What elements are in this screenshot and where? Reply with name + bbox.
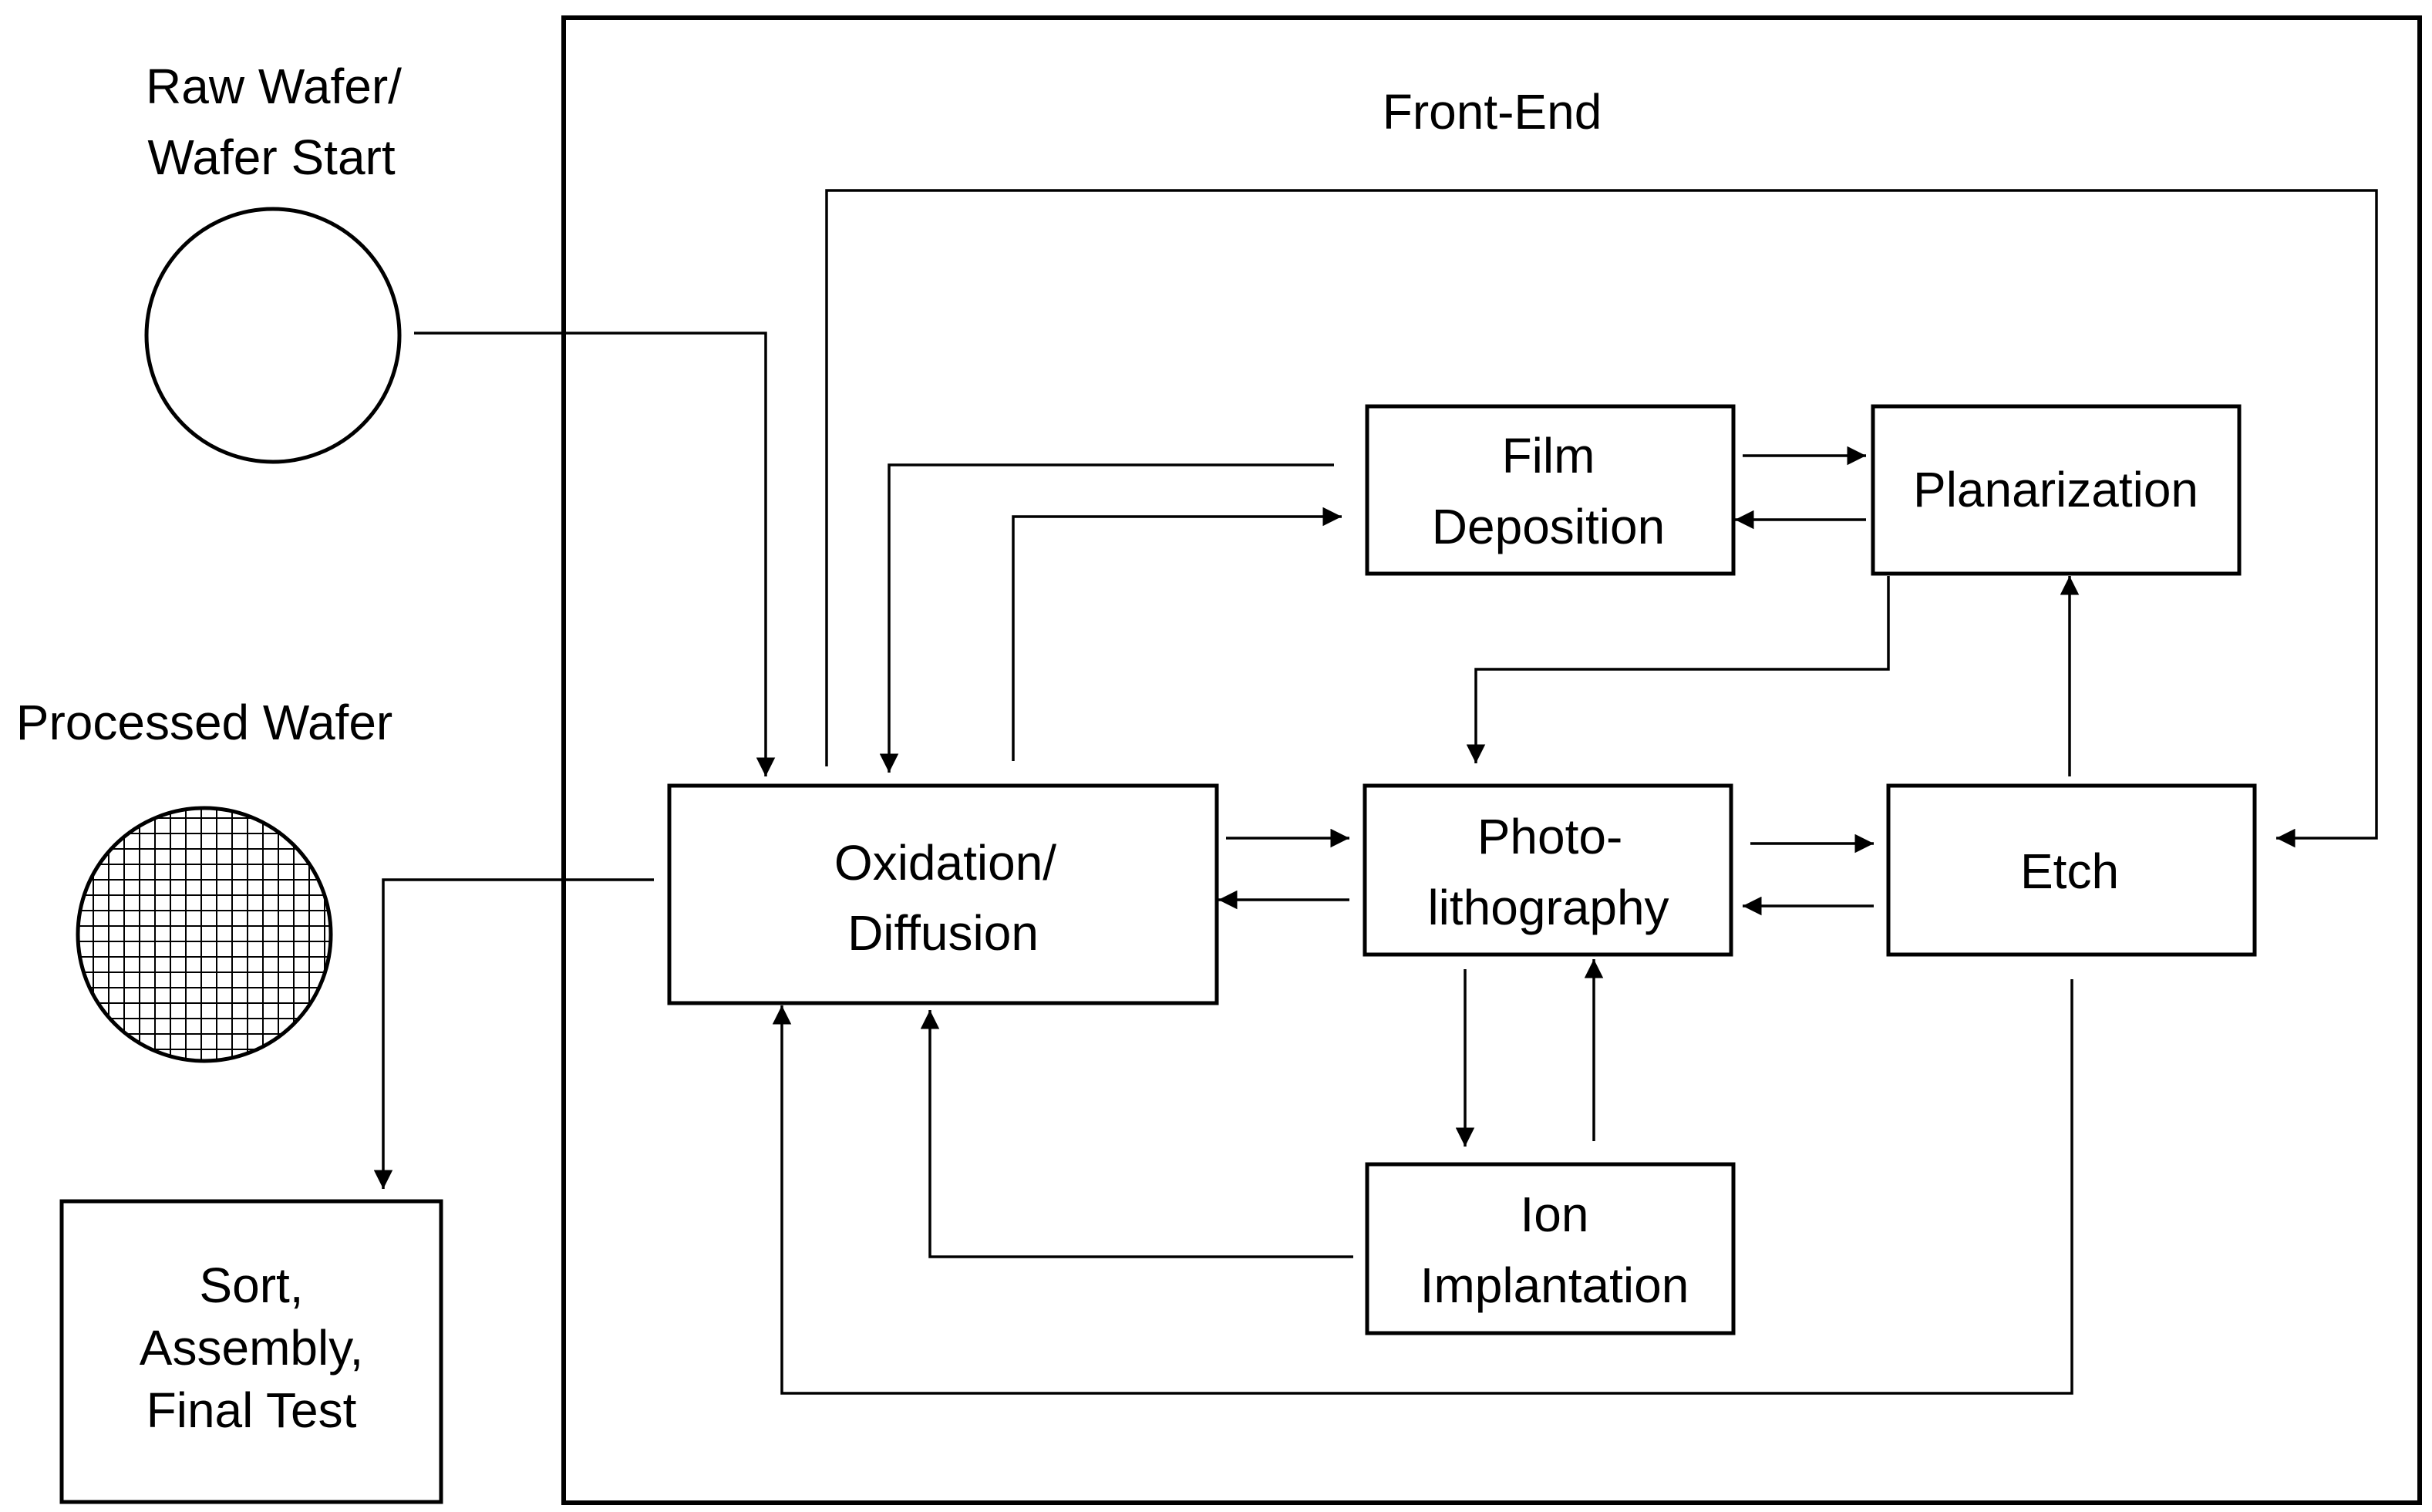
oxidation-label-line1: Oxidation/: [834, 835, 1056, 891]
film-label-line2: Deposition: [1432, 499, 1665, 554]
photolithography-box: Photo- lithography: [1363, 783, 1733, 957]
arrow-oxidation-loop-to-etch: [825, 189, 2378, 848]
arrow-oxidation-to-sort: [373, 878, 654, 1189]
photo-label-line1: Photo-: [1477, 809, 1623, 864]
sort-label-line3: Final Test: [147, 1382, 357, 1438]
arrow-planarization-to-photo: [1466, 576, 1890, 763]
arrow-etch-to-oxidation: [772, 979, 2073, 1395]
connectors: [373, 189, 2378, 1395]
photo-label-line2: lithography: [1427, 880, 1669, 935]
raw-wafer-circle: [144, 207, 402, 464]
film-label-line1: Film: [1502, 428, 1595, 483]
front-end-label: Front-End: [1383, 84, 1602, 140]
arrow-ion-to-oxidation: [920, 1010, 1353, 1258]
ion-label-line2: Implantation: [1420, 1258, 1689, 1313]
sort-label-line1: Sort,: [199, 1258, 303, 1313]
raw-wafer-label-line2: Wafer Start: [147, 130, 395, 185]
film-deposition-box: Film Deposition: [1365, 404, 1736, 576]
arrow-film-to-oxidation: [879, 463, 1334, 773]
sort-label-line2: Assembly,: [140, 1320, 363, 1376]
oxidation-label-line2: Diffusion: [847, 905, 1039, 961]
arrow-oxidation-to-film: [1012, 507, 1342, 761]
etch-box: Etch: [1886, 783, 2257, 957]
ion-implantation-box: Ion Implantation: [1365, 1162, 1736, 1335]
arrow-raw-to-oxidation: [414, 332, 776, 776]
processed-wafer-circle: [76, 806, 333, 1063]
oxidation-diffusion-box: Oxidation/ Diffusion: [667, 783, 1219, 1005]
front-end-frame: [561, 15, 2422, 1505]
planarization-label: Planarization: [1913, 462, 2198, 517]
processed-wafer-label: Processed Wafer: [16, 695, 392, 750]
ion-label-line1: Ion: [1521, 1187, 1589, 1242]
raw-wafer-label-line1: Raw Wafer/: [146, 59, 402, 114]
planarization-box: Planarization: [1871, 404, 2242, 576]
sort-assembly-final-test-box: Sort, Assembly, Final Test: [59, 1199, 443, 1504]
etch-label: Etch: [2020, 844, 2119, 899]
